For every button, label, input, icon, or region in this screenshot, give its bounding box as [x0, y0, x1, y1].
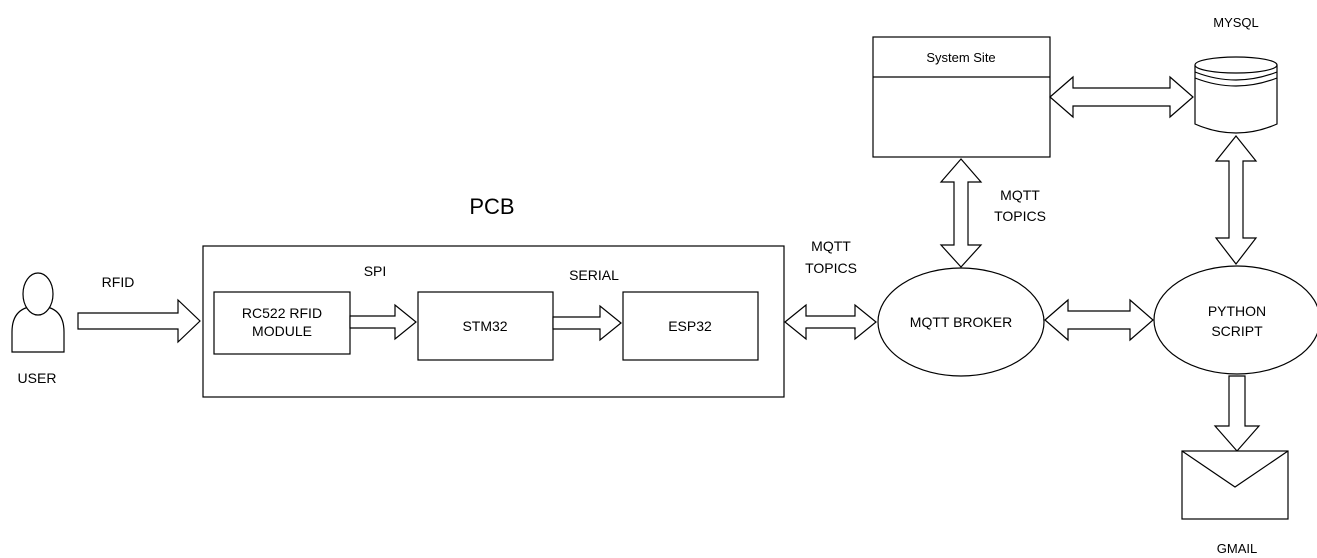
edge-label-pcb-mqtt-line2: TOPICS — [805, 260, 857, 276]
esp32-label: ESP32 — [668, 318, 712, 334]
arrow-broker-python — [1044, 298, 1154, 342]
edge-label-site-mqtt-line2: TOPICS — [994, 208, 1046, 224]
user-label: USER — [18, 370, 57, 386]
arrow-mysql-python — [1214, 135, 1258, 265]
rc522-label-line2: MODULE — [252, 323, 312, 339]
arrow-rc522-to-stm32 — [349, 303, 417, 341]
rc522-label-line1: RC522 RFID — [242, 305, 322, 321]
arrow-python-gmail — [1213, 375, 1261, 452]
system-site-box — [872, 36, 1051, 158]
python-label-line2: SCRIPT — [1211, 323, 1263, 339]
arrow-stm32-to-esp32 — [552, 304, 622, 342]
pcb-title: PCB — [469, 194, 514, 219]
mqtt-broker-node — [877, 267, 1045, 377]
arrow-pcb-broker — [784, 303, 877, 341]
python-label-line1: PYTHON — [1208, 303, 1266, 319]
rc522-module-box — [213, 291, 351, 355]
edge-label-pcb-mqtt-line1: MQTT — [811, 238, 851, 254]
stm32-label: STM32 — [462, 318, 507, 334]
edge-label-rfid: RFID — [102, 274, 135, 290]
edge-label-site-mqtt-line1: MQTT — [1000, 187, 1040, 203]
edge-label-spi: SPI — [364, 263, 387, 279]
mqtt-broker-label: MQTT BROKER — [910, 314, 1012, 330]
mysql-database-icon — [1194, 56, 1278, 134]
python-script-node — [1153, 265, 1317, 375]
user-actor-icon — [11, 272, 65, 353]
esp32-box — [622, 291, 759, 361]
arrow-user-to-rc522 — [77, 298, 201, 344]
stm32-box — [417, 291, 554, 361]
arrow-site-mysql — [1049, 75, 1194, 119]
arrow-site-broker — [939, 158, 983, 268]
mysql-label: MYSQL — [1213, 15, 1259, 30]
system-site-label: System Site — [926, 50, 995, 65]
gmail-envelope-icon — [1181, 450, 1289, 520]
edge-label-serial: SERIAL — [569, 267, 619, 283]
gmail-label: GMAIL — [1217, 541, 1257, 556]
